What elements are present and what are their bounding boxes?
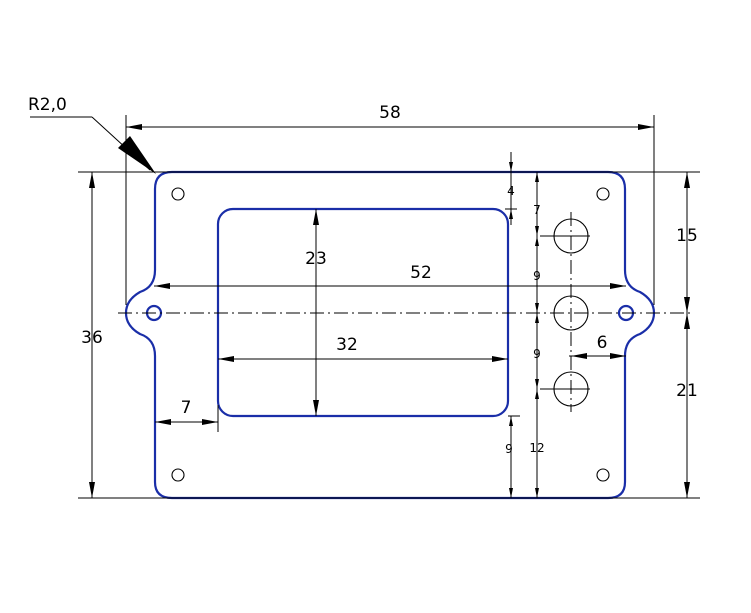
arrow — [535, 303, 539, 313]
corner-hole-bottom-left — [171, 468, 185, 482]
corner-hole-top-right — [596, 187, 610, 201]
arrow — [89, 172, 95, 188]
arrow — [509, 416, 513, 426]
label-12: 12 — [529, 441, 544, 455]
plate-outline — [124, 170, 656, 500]
label-radius: R2,0 — [28, 95, 67, 115]
label-23: 23 — [305, 249, 327, 269]
label-36: 36 — [81, 328, 103, 348]
arrow — [313, 209, 319, 225]
label-9-bottom: 9 — [505, 442, 513, 456]
label-21: 21 — [676, 381, 698, 401]
arrow — [610, 353, 626, 359]
label-7-pitch: 7 — [533, 203, 541, 217]
label-4: 4 — [507, 184, 515, 198]
corner-hole-bottom-right — [596, 468, 610, 482]
leader-arrow — [118, 136, 156, 174]
arrow — [535, 488, 539, 498]
arrow — [684, 172, 690, 188]
arrow — [155, 419, 171, 425]
arrow — [202, 419, 218, 425]
arrow — [638, 124, 654, 130]
corner-hole-top-left — [171, 187, 185, 201]
label-9-pitch-1: 9 — [533, 269, 541, 283]
arrow — [126, 124, 142, 130]
label-15: 15 — [676, 226, 698, 246]
arrow — [535, 172, 539, 182]
label-58: 58 — [379, 103, 401, 123]
arrow — [313, 400, 319, 416]
arrow — [218, 356, 234, 362]
arrow — [509, 162, 513, 172]
arrow — [684, 297, 690, 313]
arrow — [492, 356, 508, 362]
arrow — [684, 313, 690, 329]
label-32: 32 — [336, 335, 358, 355]
arrow — [509, 488, 513, 498]
arrow — [89, 482, 95, 498]
label-52: 52 — [410, 263, 432, 283]
arrow — [571, 353, 587, 359]
arrow — [535, 389, 539, 399]
label-6: 6 — [597, 333, 608, 353]
arrow — [535, 313, 539, 323]
arrow — [684, 482, 690, 498]
arrow — [535, 379, 539, 389]
label-9-pitch-2: 9 — [533, 347, 541, 361]
arrow — [535, 236, 539, 246]
label-7-left: 7 — [181, 398, 192, 418]
arrow — [509, 209, 513, 219]
arrow — [610, 283, 626, 289]
arrow — [535, 226, 539, 236]
arrow — [154, 283, 170, 289]
